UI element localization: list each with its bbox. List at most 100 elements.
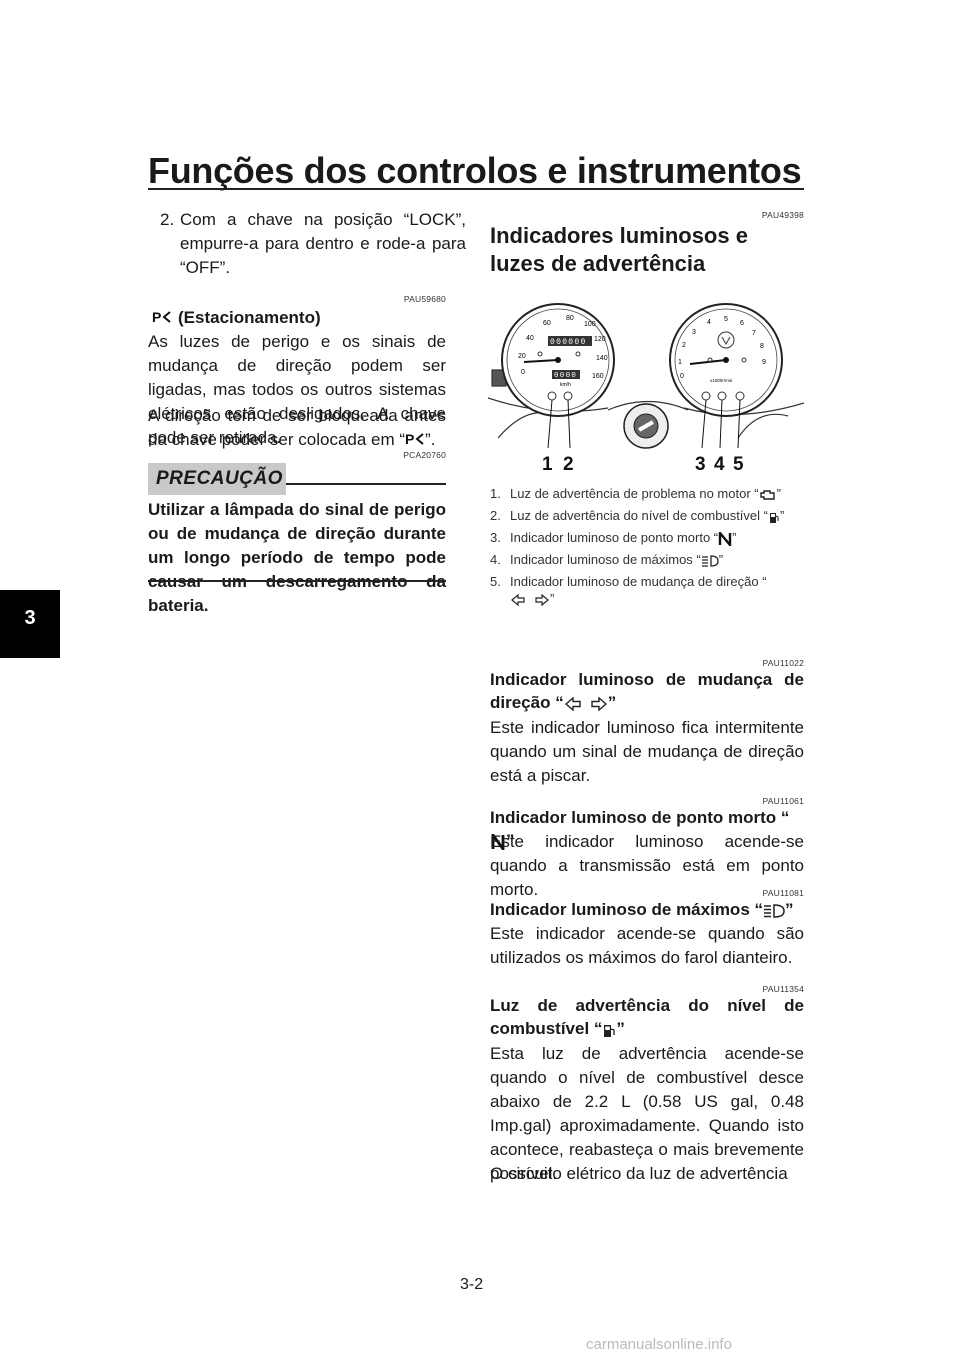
caption-3-number: 3. <box>490 530 501 545</box>
tacho-tick-0: 0 <box>680 373 684 380</box>
speedo-tick-140: 140 <box>596 355 608 362</box>
s3-code: PAU11081 <box>762 888 804 898</box>
footer-watermark: carmanualsonline.info <box>586 1336 732 1353</box>
speedo-tick-0: 0 <box>521 369 525 376</box>
speedo-tick-100: 100 <box>584 321 596 328</box>
tacho-tick-5: 5 <box>724 316 728 323</box>
callout-leaders <box>547 399 741 449</box>
caption-2-text: Luz de advertência do nível de combustív… <box>510 508 768 523</box>
fuel-pump-icon <box>769 512 779 523</box>
park-heading-text: (Estacionamento) <box>178 308 321 327</box>
speedo-unit: km/h <box>560 382 571 388</box>
s2-code: PAU11061 <box>762 796 804 806</box>
caption-2-number: 2. <box>490 508 501 523</box>
s1-heading: Indicador luminoso de mudança de direção… <box>490 668 804 714</box>
caption-1-text: Luz de advertência de problema no motor … <box>510 486 759 501</box>
neutral-n-icon <box>718 531 732 546</box>
caution-label: PRECAUÇÃO <box>148 463 286 495</box>
header-rule <box>148 188 804 190</box>
s4-heading: Luz de advertência do nível de combustív… <box>490 994 804 1040</box>
turn-signal-arrows-icon <box>564 696 607 711</box>
caution-line <box>286 483 446 485</box>
park-paragraph-1: As luzes de perigo e os sinais de mudanç… <box>148 332 446 447</box>
page-number: 3-2 <box>460 1276 484 1293</box>
caption-1: 1. Luz de advertência de problema no mot… <box>490 485 804 502</box>
caption-3-close: ” <box>732 530 737 545</box>
callout-5: 5 <box>733 454 744 475</box>
park-p2-text-a: A direção tem de ser bloqueada antes da … <box>148 406 446 449</box>
caption-5-text: Indicador luminoso de mudança de direção… <box>510 574 767 589</box>
park-code: PAU59680 <box>403 294 446 304</box>
turn-signal-arrows-icon <box>511 593 549 606</box>
caption-1-number: 1. <box>490 486 501 501</box>
s4-code: PAU11354 <box>762 984 804 994</box>
s1-text: Este indicador luminoso fica intermitent… <box>490 718 804 785</box>
indicators-code: PAU49398 <box>761 210 804 220</box>
speedometer: 0 20 40 60 80 100 120 140 160 000000 000… <box>501 303 615 417</box>
chapter-tab <box>0 590 60 658</box>
park-heading: P (Estacionamento) <box>148 306 446 329</box>
s1-heading-close: ” <box>607 693 617 712</box>
tachometer: 0 1 2 3 4 5 6 7 8 9 x1000r/min <box>669 303 783 417</box>
caption-4-close: ” <box>718 552 724 567</box>
speedo-tick-120: 120 <box>594 336 606 343</box>
svg-text:P: P <box>405 431 414 447</box>
speedo-tick-160: 160 <box>592 373 604 380</box>
tacho-tick-1: 1 <box>678 359 682 366</box>
s2-heading: Indicador luminoso de ponto morto “” <box>490 806 804 852</box>
tacho-tick-3: 3 <box>692 329 696 336</box>
tripmeter: 0000 <box>554 372 577 380</box>
speedo-tick-60: 60 <box>543 320 551 327</box>
caption-5-number: 5. <box>490 574 501 589</box>
s4-paragraph-1: Esta luz de advertência acende-se quando… <box>490 1044 804 1183</box>
s2-text: Este indicador luminoso acende-se quando… <box>490 832 804 899</box>
parking-symbol-icon: P <box>405 431 424 447</box>
speedo-tick-20: 20 <box>518 353 526 360</box>
s3-heading-text: Indicador luminoso de máximos “ <box>490 900 763 919</box>
fuel-pump-icon <box>604 1024 616 1037</box>
tacho-tick-9: 9 <box>762 359 766 366</box>
caption-2: 2. Luz de advertência do nível de combus… <box>490 507 804 524</box>
caption-2-close: ” <box>779 508 785 523</box>
caution-code: PCA20760 <box>403 450 446 460</box>
s2-heading-text: Indicador luminoso de ponto morto “ <box>490 808 790 827</box>
speedo-tick-40: 40 <box>526 335 534 342</box>
s1-heading-text: Indicador luminoso de mudança de direção… <box>490 670 804 712</box>
caption-5-close: ” <box>550 591 555 606</box>
yamaha-emblem-icon <box>717 331 735 349</box>
high-beam-icon <box>701 554 719 567</box>
figure-captions: 1. Luz de advertência de problema no mot… <box>490 485 804 607</box>
callout-1: 1 <box>542 454 553 475</box>
caution-text: Utilizar a lâmpada do sinal de perigo ou… <box>148 500 446 615</box>
caption-4-text: Indicador luminoso de máximos “ <box>510 552 701 567</box>
park-paragraph-2: A direção tem de ser bloqueada antes da … <box>148 404 446 452</box>
tacho-tick-6: 6 <box>740 320 744 327</box>
callout-3: 3 <box>695 454 706 475</box>
s4-paragraph-2: O circuito elétrico da luz de advertênci… <box>490 1164 788 1183</box>
engine-trouble-icon <box>759 489 775 500</box>
step-2-number: 2. <box>160 210 175 229</box>
speedo-tick-80: 80 <box>566 315 574 322</box>
tacho-tick-8: 8 <box>760 343 764 350</box>
instrument-cluster-figure: 0 20 40 60 80 100 120 140 160 000000 000… <box>488 303 804 475</box>
tacho-unit: x1000r/min <box>710 378 733 383</box>
indicators-heading: Indicadores luminosos e luzes de advertê… <box>490 223 748 276</box>
s4-heading-text: Luz de advertência do nível de combustív… <box>490 996 804 1038</box>
caption-4-number: 4. <box>490 552 501 567</box>
caption-1-close: ” <box>776 486 781 501</box>
s3-heading-close: ” <box>785 900 794 919</box>
s4-heading-close: ” <box>616 1019 625 1038</box>
s1-code: PAU11022 <box>762 658 804 668</box>
caption-3-text: Indicador luminoso de ponto morto “ <box>510 530 719 545</box>
callout-4: 4 <box>714 454 725 475</box>
caption-4: 4. Indicador luminoso de máximos “ ” <box>490 551 804 568</box>
s3-text: Este indicador acende-se quando são util… <box>490 924 804 967</box>
ignition-switch <box>623 403 669 449</box>
caption-5: 5. Indicador luminoso de mudança de dire… <box>490 573 804 607</box>
chapter-tab-number: 3 <box>24 607 36 629</box>
parking-symbol-icon: P <box>152 309 171 325</box>
tacho-tick-7: 7 <box>752 330 756 337</box>
step-2-text: Com a chave na posição “LOCK”, empurre-a… <box>180 210 466 277</box>
caption-3: 3. Indicador luminoso de ponto morto “ ” <box>490 529 804 546</box>
svg-text:P: P <box>152 309 161 325</box>
